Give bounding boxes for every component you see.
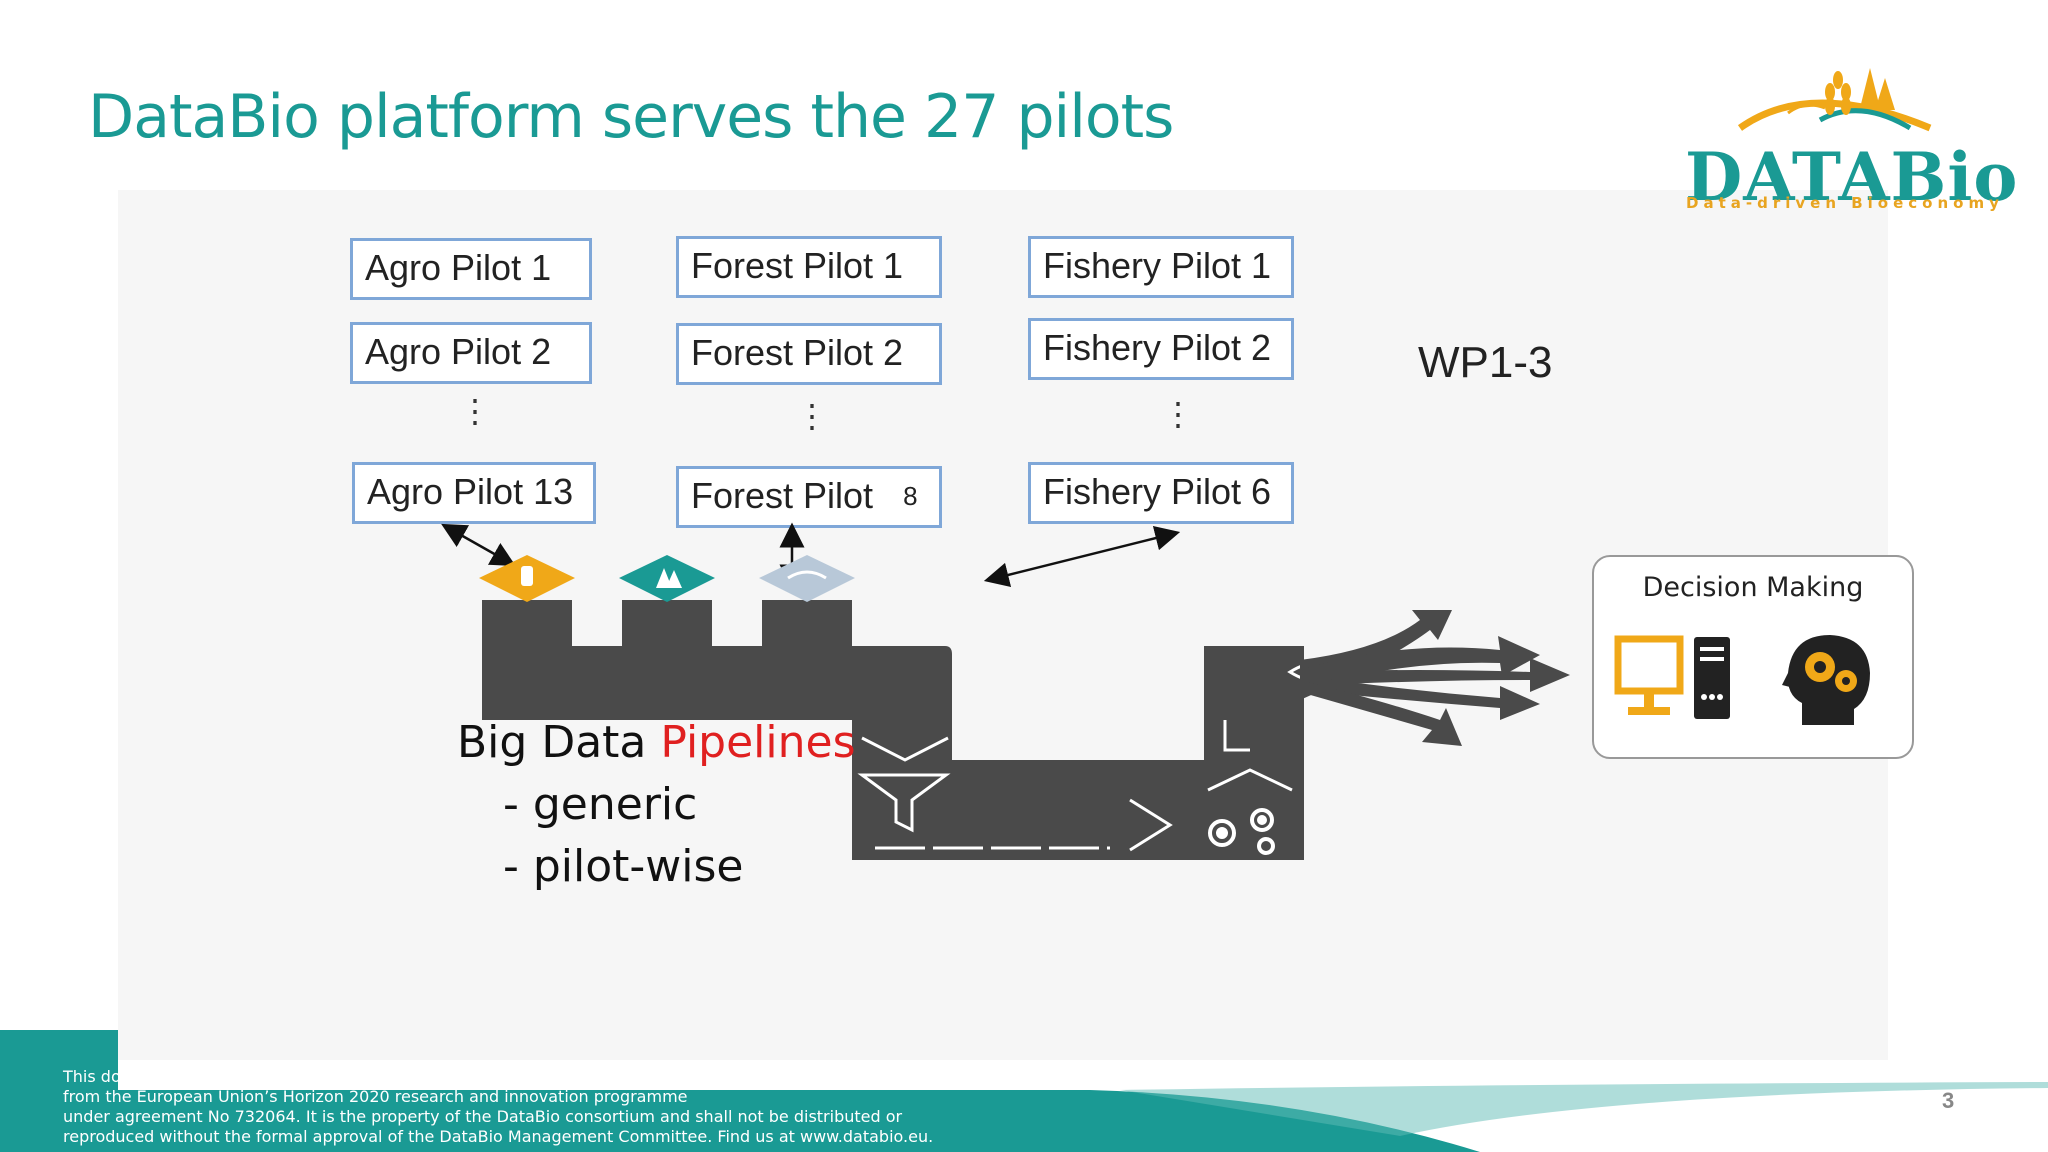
- head-gears-icon: [1782, 635, 1870, 725]
- logo-tagline: Data-driven Bioeconomy: [1686, 194, 2004, 212]
- fish-icon: [759, 555, 855, 602]
- pipelines-caption-highlight: Pipelines: [660, 717, 856, 768]
- wp-label: WP1-3: [1418, 338, 1553, 387]
- trees-icon: [1860, 68, 1895, 110]
- forest-pilot-8-label: Forest Pilot: [691, 475, 874, 516]
- pipelines-caption-line2: - generic: [503, 779, 698, 830]
- server-icon: [1694, 637, 1730, 719]
- footer-disclaimer: This do from the European Union’s Horizo…: [63, 1067, 933, 1147]
- pipelines-caption-prefix: Big Data: [457, 717, 661, 768]
- agro-pilot-2-box: Agro Pilot 2: [350, 322, 592, 384]
- pipelines-caption: Big Data Pipelines - generic - pilot-wis…: [457, 712, 856, 898]
- output-arrows: [1300, 610, 1570, 746]
- fishery-pilot-6-box: Fishery Pilot 6: [1028, 462, 1294, 524]
- forest-pilot-2-box: Forest Pilot 2: [676, 323, 942, 385]
- trees-icon: [619, 555, 715, 602]
- logo-name: DATABio: [1685, 138, 2019, 216]
- gears-icon: [1208, 808, 1275, 855]
- pipelines-caption-line3: - pilot-wise: [503, 841, 744, 892]
- pipelines-caption-line1: Big Data Pipelines: [457, 712, 856, 774]
- footer-band: [0, 1030, 2048, 1152]
- wheat-icon: [479, 555, 575, 602]
- wheat-icon: [1825, 71, 1851, 115]
- fishery-pilot-2-box: Fishery Pilot 2: [1028, 318, 1294, 380]
- forest-pilot-1-box: Forest Pilot 1: [676, 236, 942, 298]
- agro-arrow: [441, 523, 516, 567]
- funnel-icon: [857, 736, 951, 833]
- slide-title: DataBio platform serves the 27 pilots: [88, 82, 1174, 152]
- logo-graphic: [1737, 68, 1932, 132]
- agro-pilot-1-box: Agro Pilot 1: [350, 238, 592, 300]
- footer-line-2: from the European Union’s Horizon 2020 r…: [63, 1087, 688, 1106]
- page-number: 3: [1942, 1088, 1955, 1113]
- decision-making-title: Decision Making: [1642, 572, 1864, 603]
- fishery-pilot-1-box: Fishery Pilot 1: [1028, 236, 1294, 298]
- fishery-arrow: [983, 525, 1181, 588]
- forest-pilot-8-box: Forest Pilot 8: [676, 466, 942, 528]
- footer-line-3: under agreement No 732064. It is the pro…: [63, 1107, 903, 1126]
- footer-line-4: reproduced without the formal approval o…: [63, 1127, 934, 1146]
- decision-making-box: Decision Making: [1592, 555, 1914, 759]
- footer-line-1: This do: [63, 1067, 121, 1086]
- agro-pilot-13-box: Agro Pilot 13: [352, 462, 596, 524]
- pipeline-body: [482, 600, 1300, 850]
- computer-icon: [1614, 635, 1684, 715]
- forest-pilot-8-number: 8: [903, 481, 918, 511]
